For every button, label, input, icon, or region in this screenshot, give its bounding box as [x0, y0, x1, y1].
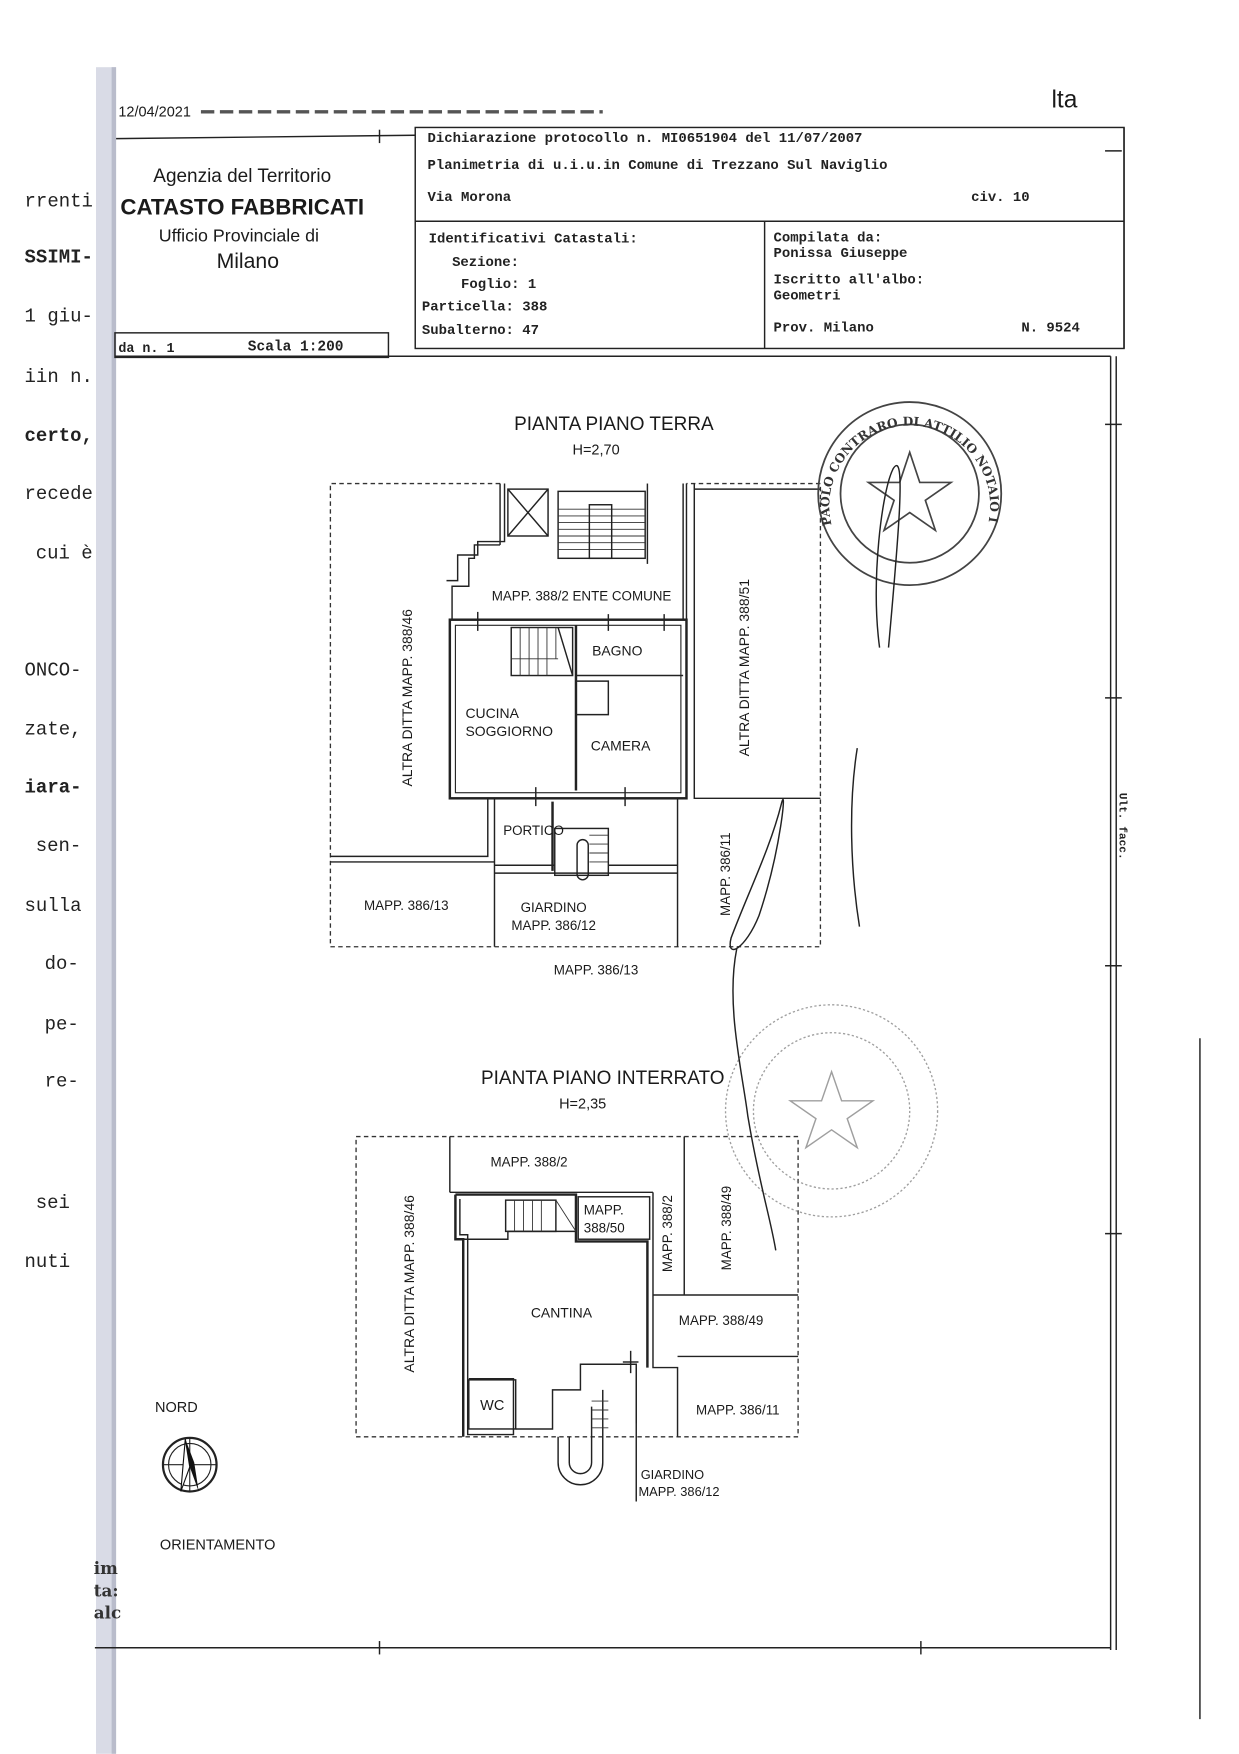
north-label: NORD: [155, 1400, 198, 1416]
margin-line: re-: [45, 1070, 79, 1092]
binding-edge: [111, 67, 117, 1754]
garden-label: GIARDINO: [641, 1467, 704, 1482]
sheet-scale: Scala 1:200: [248, 340, 344, 356]
agency-city: Milano: [217, 250, 279, 273]
ground-floor-height: H=2,70: [572, 443, 619, 459]
albo-label: Iscritto all'albo:: [774, 273, 925, 289]
room-label-cantina: CANTINA: [531, 1304, 593, 1320]
header-rule: [116, 134, 416, 140]
parcel-label: MAPP. 386/13: [364, 898, 449, 913]
margin-line: SSIMI-: [25, 247, 93, 269]
room-label-wc: WC: [480, 1398, 504, 1414]
parcel-label: MAPP.: [584, 1203, 624, 1218]
sheet-box: [114, 332, 390, 359]
margin-line: recede: [25, 483, 93, 505]
identifiers-title: Identificativi Catastali:: [429, 231, 638, 247]
parcel-388-50: [577, 1196, 651, 1240]
basement-plan: PIANTA PIANO INTERRATO H=2,35 MAPP. 388/…: [355, 1068, 799, 1502]
sheet-page: da n. 1: [118, 342, 174, 357]
room-label-bagno: BAGNO: [592, 642, 642, 658]
margin-line: im: [94, 1558, 118, 1578]
margin-line: nuti: [25, 1251, 71, 1273]
subalterno: Subalterno: 47: [422, 323, 539, 339]
orientation-label: ORIENTAMENTO: [160, 1538, 275, 1554]
margin-line: cui è: [36, 542, 93, 564]
basement-height: H=2,35: [559, 1097, 606, 1113]
room-label-portico: PORTICO: [503, 823, 564, 838]
wc-room: [468, 1379, 517, 1430]
margin-text: rrenti SSIMI- 1 giu- iin n. certo, reced…: [25, 191, 93, 1273]
side-note: Ult. facc.: [1116, 793, 1128, 860]
agency-name: Agenzia del Territorio: [153, 166, 331, 187]
registration-number: N. 9524: [1021, 321, 1080, 337]
particella: Particella: 388: [422, 300, 547, 316]
street: Via Morona: [428, 190, 512, 206]
room-label-camera: CAMERA: [591, 737, 651, 753]
faded-stamp-icon: [724, 1004, 939, 1218]
margin-line: sulla: [25, 895, 82, 917]
albo: Geometri: [774, 288, 841, 304]
parcel-label: MAPP. 388/49: [719, 1186, 734, 1271]
civic-number: civ. 10: [971, 190, 1030, 206]
room-label-common: MAPP. 388/2 ENTE COMUNE: [492, 589, 672, 604]
lot-boundary: [329, 482, 822, 948]
elevator: [507, 488, 549, 537]
margin-line: pe-: [45, 1013, 79, 1035]
basement-title: PIANTA PIANO INTERRATO: [481, 1068, 724, 1089]
parcel-label: MAPP. 386/11: [696, 1402, 780, 1417]
agency-block: Agenzia del Territorio CATASTO FABBRICAT…: [120, 166, 364, 273]
room-label-cucina: CUCINA: [465, 705, 519, 721]
parcel-label: MAPP. 388/49: [679, 1313, 764, 1328]
margin-bottom-text: im ta: alc: [94, 1558, 121, 1623]
lot-boundary: [355, 1135, 799, 1438]
margin-line: rrenti: [25, 191, 93, 213]
planimetry: Planimetria di u.i.u.in Comune di Trezza…: [428, 158, 888, 174]
spiral-stair-tower: [557, 1389, 604, 1486]
protocol: Dichiarazione protocollo n. MI0651904 de…: [428, 131, 863, 147]
declaration-text: Dichiarazione protocollo n. MI0651904 de…: [422, 131, 1080, 339]
parcel-label: MAPP. 386/11: [718, 832, 733, 916]
parcel-label: MAPP. 386/12: [638, 1484, 719, 1499]
garden-label: GIARDINO: [521, 900, 587, 915]
parcel-label: MAPP. 388/2: [660, 1195, 675, 1272]
margin-line: zate,: [25, 719, 82, 741]
margin-line: sei: [36, 1192, 70, 1214]
compass-north-icon: NORD ORIENTAMENTO: [155, 1400, 275, 1553]
neighbor-label-left: ALTRA DITTA MAPP. 388/46: [401, 1195, 417, 1373]
margin-line: ONCO-: [25, 660, 82, 682]
margin-line: iara-: [25, 777, 82, 799]
compiler-label: Compilata da:: [774, 230, 883, 246]
compiler-name: Ponissa Giuseppe: [774, 246, 908, 262]
margin-line: alc: [94, 1603, 121, 1623]
margin-line: 1 giu-: [25, 306, 93, 328]
binding-shadow: [95, 67, 117, 1754]
parcel-label: MAPP. 386/12: [511, 918, 596, 933]
corner-text: lta: [1051, 86, 1077, 113]
parcel-label: 388/50: [584, 1221, 625, 1236]
ground-floor-plan: PIANTA PIANO TERRA H=2,70: [329, 414, 822, 978]
apartment-outline: [448, 618, 688, 800]
sezione: Sezione:: [452, 255, 519, 271]
ground-floor-title: PIANTA PIANO TERRA: [514, 414, 714, 435]
margin-line: ta:: [94, 1580, 119, 1600]
province: Prov. Milano: [774, 321, 874, 337]
neighbor-label-left: ALTRA DITTA MAPP. 388/46: [399, 609, 415, 787]
margin-line: iin n.: [25, 366, 93, 388]
margin-line: certo,: [25, 425, 93, 447]
agency-office: CATASTO FABBRICATI: [120, 195, 364, 220]
room-label-soggiorno: SOGGIORNO: [465, 723, 553, 739]
margin-line: sen-: [36, 835, 82, 857]
parcel-label: MAPP. 388/2: [491, 1155, 568, 1170]
frame-ticks: [378, 150, 1122, 1655]
print-date: 12/04/2021: [118, 104, 191, 120]
parcel-label: MAPP. 386/13: [554, 963, 639, 978]
signature-icon: [729, 464, 901, 1251]
neighbor-label-right: ALTRA DITTA MAPP. 388/51: [736, 579, 752, 757]
foglio: Foglio: 1: [461, 277, 536, 293]
margin-line: do-: [45, 953, 79, 975]
agency-province-label: Ufficio Provinciale di: [159, 225, 319, 245]
common-stairs: [557, 490, 646, 560]
